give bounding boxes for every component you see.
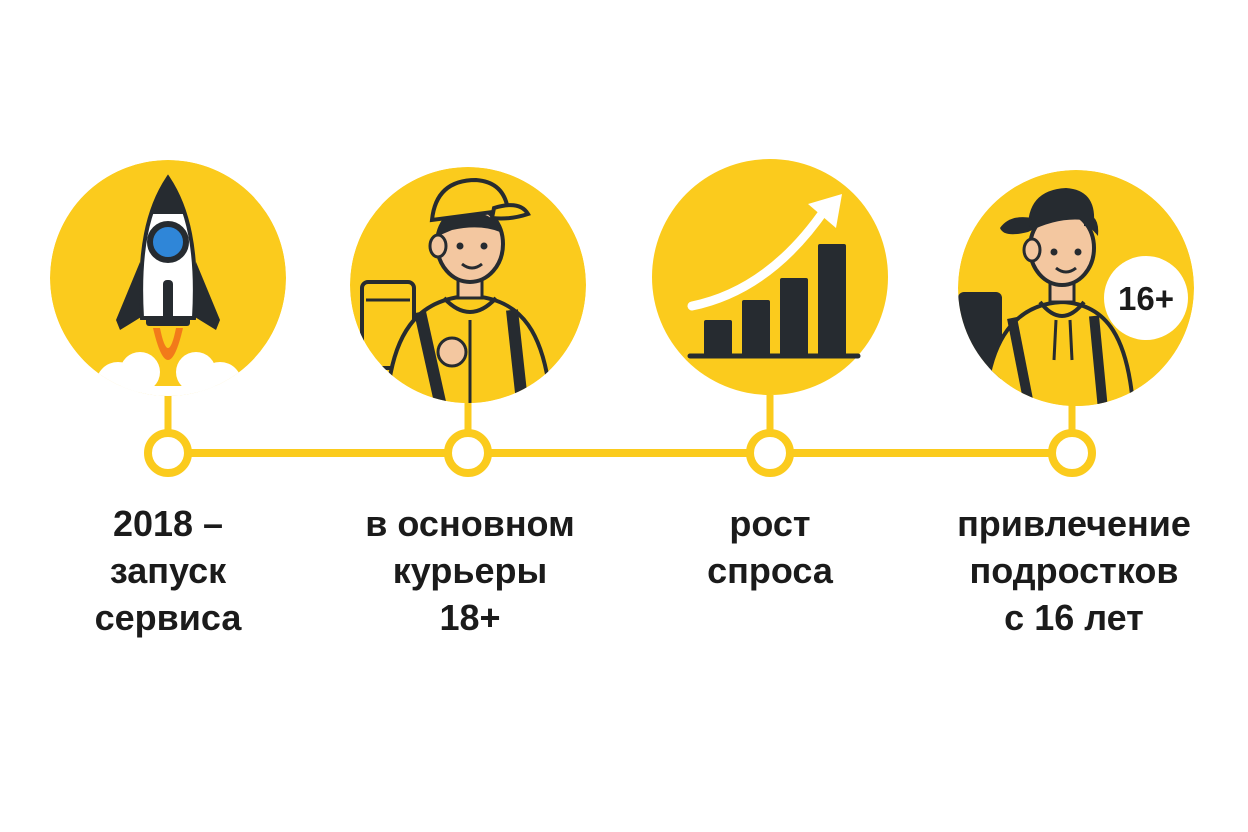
timeline-node-2	[444, 429, 492, 477]
teen-courier-icon: 16+	[958, 170, 1194, 406]
timeline-node-4	[1048, 429, 1096, 477]
growth-chart-icon	[652, 159, 888, 395]
age-badge: 16+	[1104, 256, 1188, 340]
step-label-4: привлечение подростков с 16 лет	[957, 503, 1191, 638]
courier-icon	[350, 167, 586, 403]
rocket-icon	[50, 160, 286, 396]
timeline-node-1	[144, 429, 192, 477]
timeline-node-3	[746, 429, 794, 477]
step-label-2: в основном курьеры 18+	[365, 503, 575, 638]
step-label-3: рост спроса	[707, 503, 833, 591]
age-badge-text: 16+	[1118, 280, 1174, 317]
step-label-1: 2018 – запуск сервиса	[94, 503, 242, 638]
